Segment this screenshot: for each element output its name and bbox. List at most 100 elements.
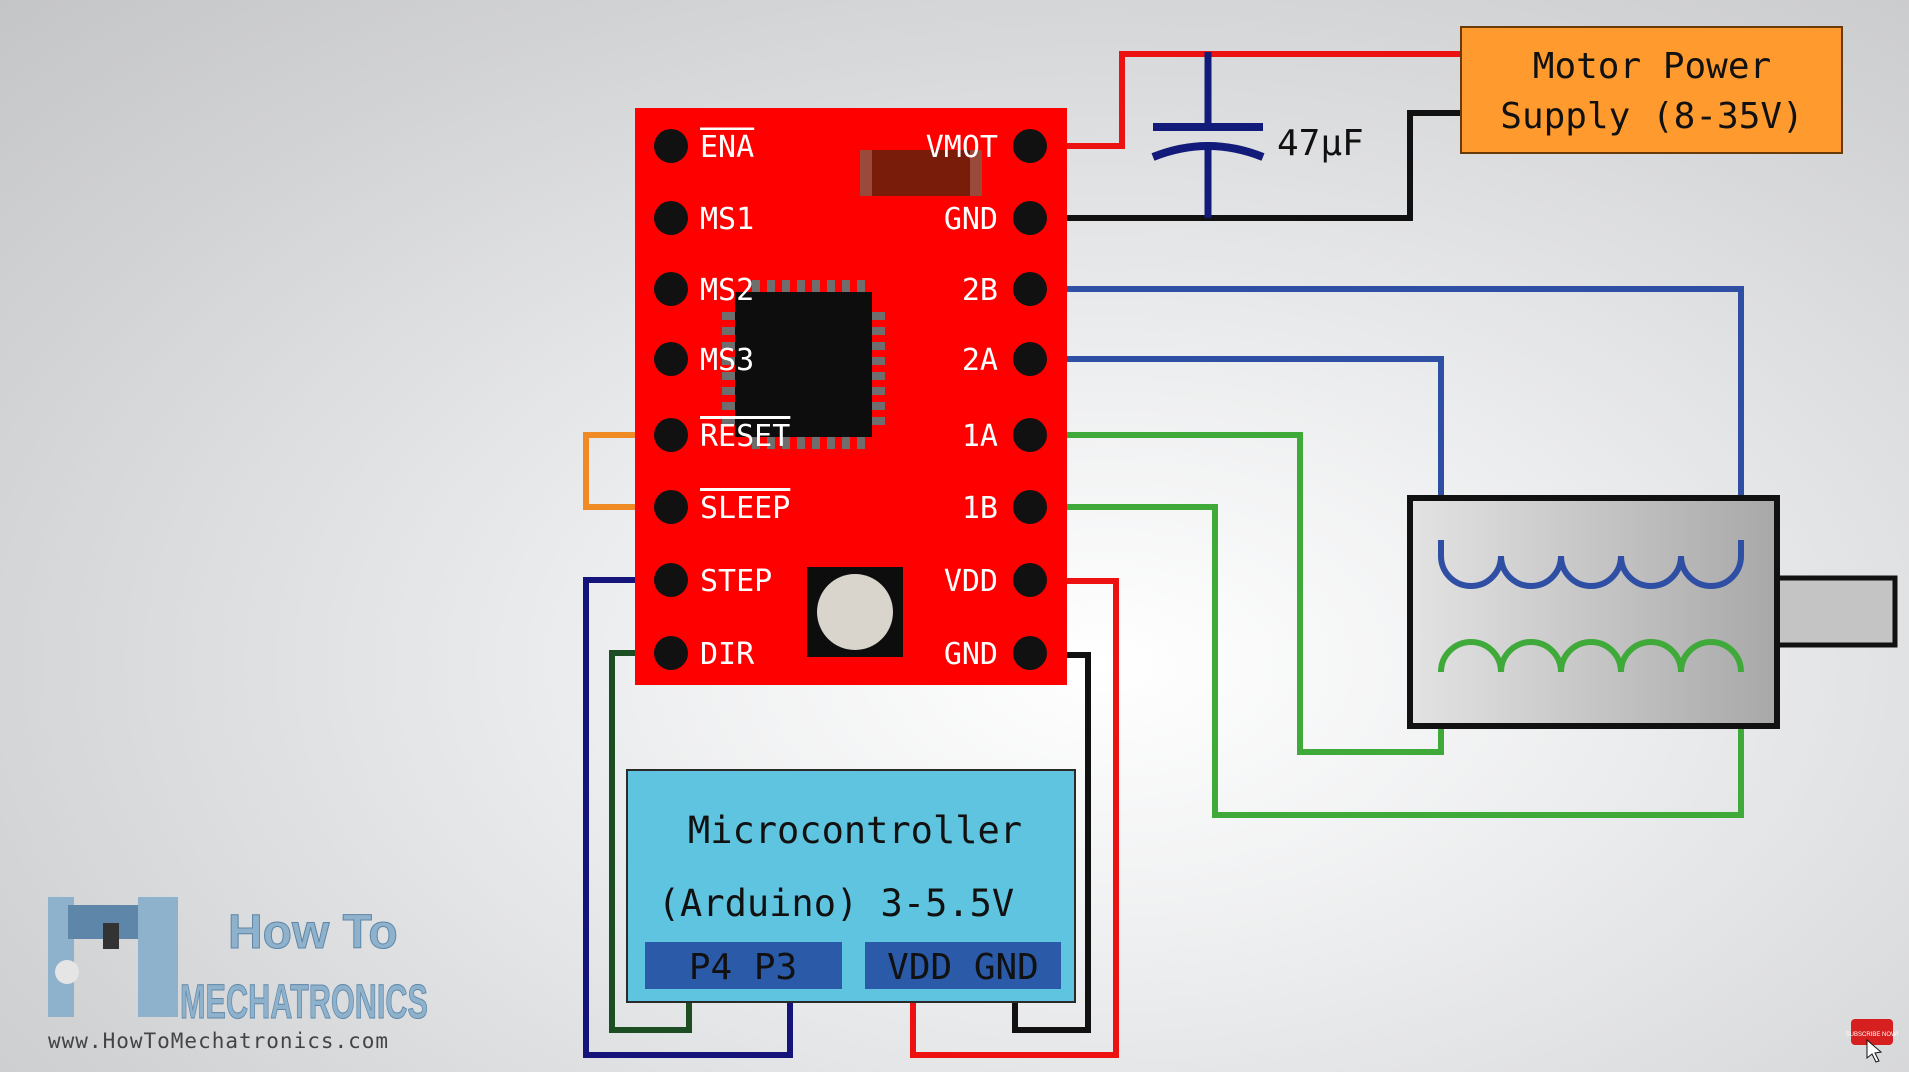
wire-2a-blue — [1027, 356, 1444, 543]
wire-vmot-red — [1027, 51, 1464, 149]
capacitor-value: 47µF — [1277, 123, 1364, 164]
driver-chip — [722, 280, 885, 449]
chip-pad — [872, 402, 885, 410]
wire-2b-blue — [1027, 286, 1744, 543]
chip-pad — [752, 280, 760, 292]
chip-pad — [722, 372, 735, 380]
chip-pad — [722, 387, 735, 395]
chip-pad — [857, 280, 865, 292]
capacitor: 47µF — [1151, 52, 1364, 218]
pin-left-reset — [654, 418, 688, 452]
mcu-pins-left: P4 P3 — [689, 947, 797, 988]
pin-label-dir: DIR — [700, 637, 755, 672]
logo-line1: How To — [228, 906, 398, 959]
subscribe-text: SUBSCRIBE NOW! — [1846, 1032, 1899, 1038]
motor-power-supply: Motor Power Supply (8-35V) — [1460, 26, 1843, 154]
chip-pad — [722, 327, 735, 335]
pin-right-2a-3 — [1013, 342, 1047, 376]
chip-pad — [722, 402, 735, 410]
pin-right-1a-4 — [1013, 418, 1047, 452]
pin-left-ms1 — [654, 201, 688, 235]
pin-label-gnd-1: GND — [944, 202, 998, 237]
chip-pad — [872, 417, 885, 425]
mcu-title: Microcontroller — [688, 809, 1022, 852]
resistor — [860, 150, 982, 196]
wire-gnd-black-2 — [1012, 652, 1091, 1033]
pin-label-sleep: SLEEP — [700, 491, 790, 526]
chip-pad — [872, 357, 885, 365]
mcu-pin-strip-left — [645, 942, 842, 989]
wire-gnd-black — [1027, 110, 1464, 221]
pin-left-sleep — [654, 490, 688, 524]
pin-right-gnd-1 — [1013, 201, 1047, 235]
mcu-pin-strip-right — [865, 942, 1061, 989]
chip-pad — [722, 342, 735, 350]
motor-body — [1407, 495, 1780, 729]
coil-blue — [1438, 540, 1744, 589]
chip-pad — [782, 280, 790, 292]
chip-pad — [842, 280, 850, 292]
motor-shaft — [1774, 575, 1898, 648]
wire-1a-green — [1027, 432, 1444, 755]
cursor-icon — [1866, 1038, 1883, 1063]
pin-label-step: STEP — [700, 564, 772, 599]
chip-pad — [767, 437, 775, 449]
chip-pad — [827, 437, 835, 449]
pin-label-ms1: MS1 — [700, 202, 754, 237]
logo: How To MECHATRONICS www.HowToMechatronic… — [48, 897, 429, 1053]
wire-dir-darkgreen — [609, 650, 692, 1033]
pin-label-1a-4: 1A — [962, 419, 998, 454]
motor-power-line1: Motor Power — [1533, 46, 1771, 87]
pin-right-2b-2 — [1013, 272, 1047, 306]
chip-pad — [827, 280, 835, 292]
chip-pad — [872, 387, 885, 395]
logo-url: www.HowToMechatronics.com — [48, 1029, 389, 1053]
pin-label-vmot-0: VMOT — [926, 130, 998, 165]
chip-pad — [872, 342, 885, 350]
pin-label-2a-3: 2A — [962, 343, 998, 378]
pin-label-2b-2: 2B — [962, 273, 998, 308]
chip-pad — [842, 437, 850, 449]
pin-label-ena: ENA — [700, 130, 754, 165]
stepper-motor — [1407, 495, 1898, 729]
chip-pad — [872, 327, 885, 335]
mcu-pins-right: VDD GND — [887, 947, 1039, 988]
pin-label-ms3: MS3 — [700, 343, 754, 378]
wire-reset-sleep-orange — [583, 432, 674, 510]
chip-pad — [782, 437, 790, 449]
subscribe-badge[interactable]: SUBSCRIBE NOW! — [1846, 1019, 1899, 1063]
pin-right-vdd-6 — [1013, 563, 1047, 597]
motor-power-line2: Supply (8-35V) — [1500, 96, 1803, 137]
pin-left-ena — [654, 129, 688, 163]
wires — [583, 51, 1744, 1058]
wire-1b-green — [1027, 504, 1744, 818]
chip-pad — [812, 280, 820, 292]
pin-right-vmot-0 — [1013, 129, 1047, 163]
logo-line2: MECHATRONICS — [180, 976, 428, 1029]
chip-pad — [722, 312, 735, 320]
pin-left-dir — [654, 636, 688, 670]
chip-pad — [767, 280, 775, 292]
pin-label-gnd-7: GND — [944, 637, 998, 672]
pin-left-ms2 — [654, 272, 688, 306]
pin-label-ms2: MS2 — [700, 273, 754, 308]
pin-right-1b-5 — [1013, 490, 1047, 524]
chip-pad — [872, 312, 885, 320]
driver-board — [635, 108, 1067, 685]
chip-pad — [872, 372, 885, 380]
coil-green — [1438, 639, 1744, 673]
chip-pad — [722, 417, 735, 425]
chip-pad — [812, 437, 820, 449]
pin-right-gnd-7 — [1013, 636, 1047, 670]
chip-pad — [722, 357, 735, 365]
wire-vdd-red — [910, 578, 1119, 1058]
chip-pad — [752, 437, 760, 449]
mcu-subtitle: (Arduino) 3-5.5V — [658, 882, 1014, 925]
pin-left-ms3 — [654, 342, 688, 376]
logo-gear-icon — [48, 897, 178, 1017]
chip-pad — [857, 437, 865, 449]
pin-label-reset: RESET — [700, 419, 790, 454]
pin-label-vdd-6: VDD — [944, 564, 998, 599]
